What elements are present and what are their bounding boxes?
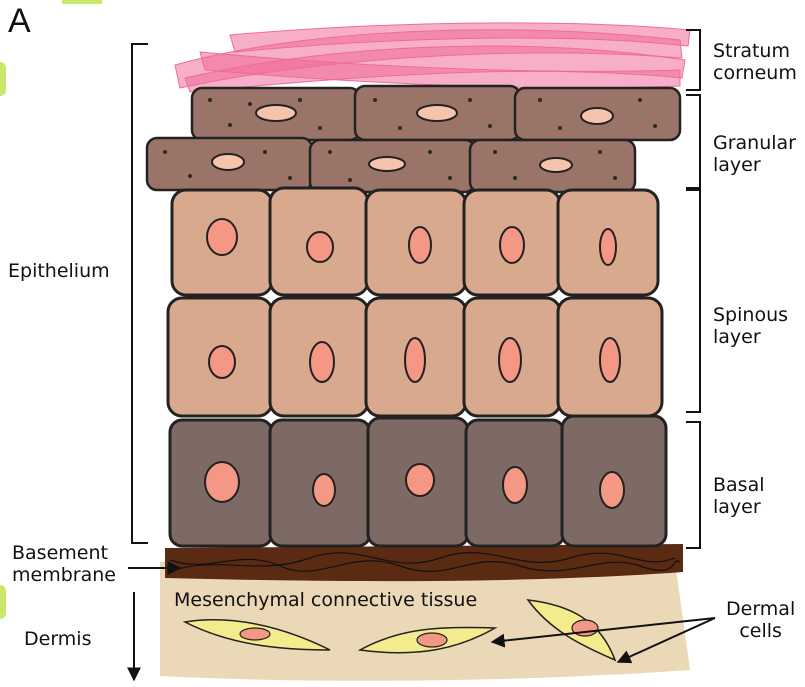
stratum-corneum: [175, 23, 690, 92]
label-basement-membrane: Basement membrane: [12, 542, 116, 586]
label-granular-line1: Granular: [713, 132, 796, 154]
label-granular-line2: layer: [713, 154, 796, 176]
label-stratum-corneum: Stratum corneum: [713, 40, 797, 84]
label-dermal-line1: Dermal: [726, 598, 795, 620]
label-basal-line2: layer: [713, 496, 765, 518]
label-basal-line1: Basal: [713, 474, 765, 496]
label-basement-line2: membrane: [12, 564, 116, 586]
label-dermal-cells: Dermal cells: [726, 598, 795, 642]
granular-bracket: [686, 95, 700, 188]
label-dermal-line2: cells: [726, 620, 795, 642]
label-stratum-corneum-line2: corneum: [713, 62, 797, 84]
label-spinous-line2: layer: [713, 326, 788, 348]
label-stratum-corneum-line1: Stratum: [713, 40, 797, 62]
label-basement-line1: Basement: [12, 542, 116, 564]
label-dermis: Dermis: [24, 628, 91, 650]
label-spinous-layer: Spinous layer: [713, 304, 788, 348]
label-epithelium: Epithelium: [8, 260, 110, 282]
label-granular-layer: Granular layer: [713, 132, 796, 176]
label-spinous-line1: Spinous: [713, 304, 788, 326]
granular-layer: [147, 86, 680, 192]
label-mesenchymal: Mesenchymal connective tissue: [174, 589, 477, 611]
label-basal-layer: Basal layer: [713, 474, 765, 518]
panel-letter: A: [8, 2, 31, 41]
basal-bracket: [686, 422, 700, 548]
spinous-bracket: [686, 190, 700, 412]
epithelium-bracket: [132, 44, 148, 543]
